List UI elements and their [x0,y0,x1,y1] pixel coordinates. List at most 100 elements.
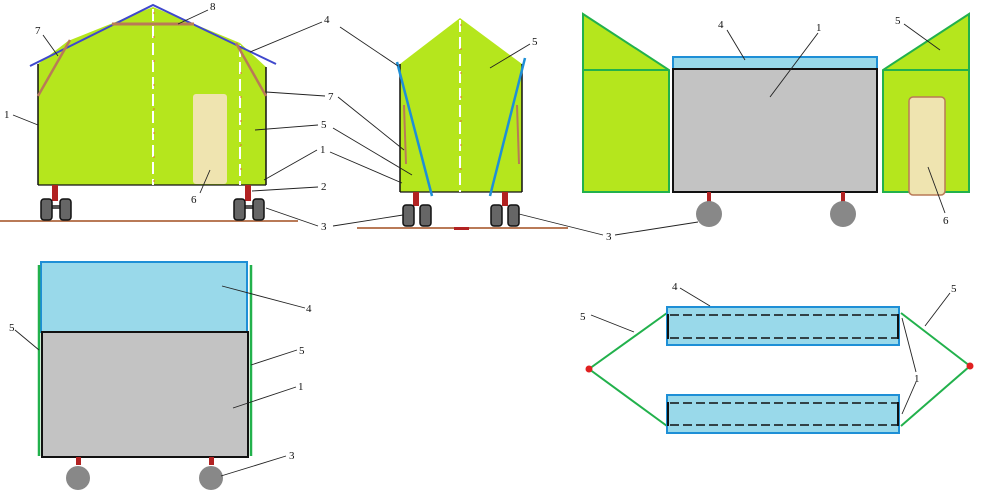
leader-t1a [901,317,917,373]
callout-1b: 1 [320,144,326,156]
wheel-u-right [830,201,856,227]
wheel-f-right [199,466,223,490]
callout-u1: 1 [816,22,822,34]
strut-left [52,185,58,201]
door-unfolded [908,96,946,196]
leader-1a [12,114,39,126]
brace-side-right [516,104,520,165]
ground-mark [454,227,469,230]
leader-1b [263,149,318,181]
callout-7b: 7 [328,91,334,103]
leader-s4 [339,26,399,67]
strut-right [245,185,251,201]
callout-f3: 3 [289,450,295,462]
callout-f5a: 5 [9,322,15,334]
roof-panel [672,56,878,70]
leader-s1 [329,151,403,184]
wheel-f-left [66,466,90,490]
leader-s5b [332,127,413,176]
wheel-left-a [40,198,53,221]
view-unfolded: 4 1 5 6 3 [582,12,970,243]
strut-side-left [413,192,419,206]
callout-s5: 5 [532,36,538,48]
wing-left [582,12,670,193]
strut-f-left [76,457,81,465]
wheel-side-4 [507,204,520,227]
leader-5 [254,124,319,131]
callout-u5: 5 [895,15,901,27]
leader-t4 [679,287,711,307]
wheel-side-3 [490,204,503,227]
leader-f5b [250,349,298,366]
leader-u4 [726,29,746,61]
body-frame [672,68,878,193]
callout-5: 5 [321,119,327,131]
view-front-open: 7 8 4 1 7 5 1 2 3 6 [0,1,334,233]
callout-f1: 1 [298,381,304,393]
body-frame-folded [41,331,249,458]
callout-7: 7 [35,25,41,37]
leader-s3a [332,214,404,227]
brace-right [234,42,268,97]
callout-6: 6 [191,194,197,206]
callout-3: 3 [321,221,327,233]
leader-t5b [924,292,951,327]
module-top-lower [666,394,900,434]
callout-u4: 4 [718,19,724,31]
leader-f4 [221,285,306,309]
awning-top-right [900,312,972,427]
callout-1: 1 [4,109,10,121]
wheel-side-2 [419,204,432,227]
strut-side-right [502,192,508,206]
leader-u5 [903,23,941,51]
axle-left [43,205,69,209]
leader-6 [199,169,211,194]
module-top-upper [666,306,900,346]
wheel-right-b [252,198,265,221]
callout-f4: 4 [306,303,312,315]
leader-s5 [489,43,531,69]
leader-f3 [220,455,287,477]
panel-right-edge [488,57,527,197]
brace-left [36,39,72,97]
callout-t5b: 5 [951,283,957,295]
leader-u1 [769,32,819,98]
strut-u-left [707,192,711,202]
view-side: 5 [329,18,604,236]
leader-8 [177,9,209,25]
strut-u-right [841,192,845,202]
leader-3 [265,207,319,227]
leader-s3b [518,213,604,236]
leader-7 [42,34,59,57]
callout-u3: 3 [606,231,612,243]
leader-t5a [590,314,635,333]
roof-panel-folded [40,261,248,333]
leader-f1 [232,386,297,409]
leader-7b [265,91,326,97]
leader-u6 [927,166,946,214]
brace-side-left [403,104,407,165]
wheel-left-b [59,198,72,221]
leader-4 [249,21,323,53]
panel-left-edge [395,61,434,197]
leader-u3 [614,221,699,236]
leader-t1b [901,381,917,415]
roof-line [29,3,277,67]
leader-s7 [337,96,405,151]
wheel-u-left [696,201,722,227]
wheel-right-a [233,198,246,221]
hinge-right [966,362,974,370]
callout-t4: 4 [672,281,678,293]
callout-t5a: 5 [580,311,586,323]
door [193,94,227,184]
callout-8: 8 [210,1,216,13]
view-top: 4 5 5 1 [580,281,974,434]
axle-right [235,205,261,209]
wheel-side-1 [402,204,415,227]
leader-2 [251,186,319,192]
callout-2: 2 [321,181,327,193]
callout-f5b: 5 [299,345,305,357]
callout-4: 4 [324,14,330,26]
view-folded-side: 4 5 5 1 3 [9,261,312,490]
